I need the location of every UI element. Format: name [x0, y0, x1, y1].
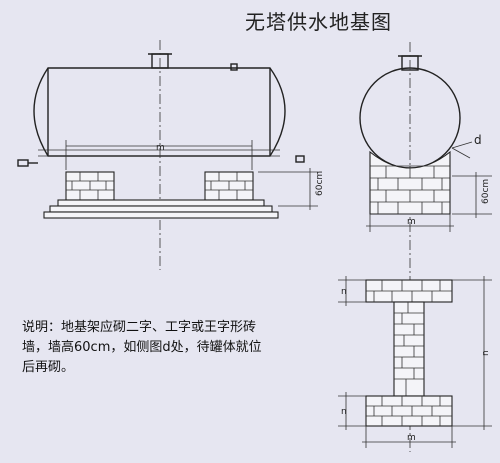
- tank-mark-label: m: [156, 143, 165, 153]
- plan-width-label: m: [407, 433, 416, 443]
- plan-view-i-shape: [338, 276, 492, 448]
- plan-height-n-label: n: [481, 350, 491, 356]
- d-label: d: [474, 133, 482, 147]
- note-line-3: 后再砌。: [22, 360, 75, 375]
- note-line-1: 说明：地基架应砌二字、工字或王字形砖: [22, 320, 257, 335]
- end-width-label: m: [407, 217, 416, 227]
- plan-top-n-label: n: [341, 287, 347, 297]
- note-text: 说明：地基架应砌二字、工字或王字形砖 墙，墙高60cm，如侧图d处，待罐体就位 …: [22, 318, 322, 378]
- side-view-piers: [43, 168, 318, 219]
- end-height-label: 60cm: [481, 179, 491, 204]
- note-line-2: 墙，墙高60cm，如侧图d处，待罐体就位: [22, 340, 262, 355]
- plan-bottom-n-label: n: [341, 407, 347, 417]
- side-view-tank: [17, 40, 305, 270]
- side-height-label: 60cm: [315, 171, 325, 196]
- page-title: 无塔供水地基图: [245, 10, 392, 34]
- end-view-pier: [366, 150, 492, 232]
